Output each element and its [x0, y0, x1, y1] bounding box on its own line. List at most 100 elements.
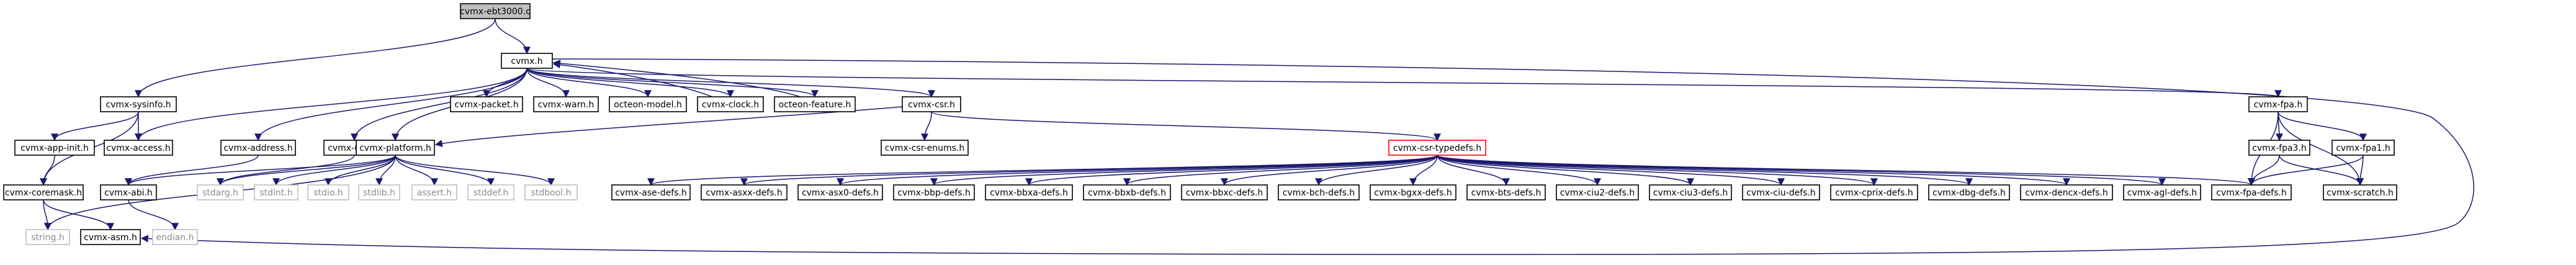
edge-cvmx-csr-h-to-cvmx-platform-h [434, 106, 903, 147]
edge-cvmx-h-to-cvmx-address-h [254, 68, 527, 141]
node-label: cvmx-csr-typedefs.h [1393, 143, 1481, 153]
node-label: cvmx-agl-defs.h [2127, 188, 2197, 198]
edge-cvmx-fpa3-h-to-cvmx-scratch-h [2279, 155, 2364, 186]
node-cvmx-fpa3-h[interactable]: cvmx-fpa3.h [2248, 140, 2310, 156]
node-label: cvmx-asm.h [84, 233, 137, 243]
node-cvmx-fpa-h[interactable]: cvmx-fpa.h [2248, 96, 2308, 112]
node-cvmx-access-h[interactable]: cvmx-access.h [104, 140, 173, 156]
node-stdlib-h: stdlib.h [358, 184, 400, 200]
node-box [197, 184, 244, 200]
node-label: cvmx-dencx-defs.h [2025, 188, 2107, 198]
node-cvmx-coremask-h[interactable]: cvmx-coremask.h [3, 184, 84, 200]
node-box [100, 96, 177, 112]
node-label: endian.h [156, 233, 194, 243]
edge-cvmx-csr-typedefs-h-to-cvmx-cprix-defs-h [1437, 155, 1878, 186]
node-box [307, 184, 349, 200]
node-label: stddef.h [473, 188, 508, 198]
node-box [1181, 184, 1268, 200]
node-cvmx-scratch-h[interactable]: cvmx-scratch.h [2323, 184, 2397, 200]
node-box [100, 184, 157, 200]
node-cvmx-fpa1-h[interactable]: cvmx-fpa1.h [2331, 140, 2395, 156]
node-box [893, 184, 975, 200]
node-cvmx-ciu3-defs-h[interactable]: cvmx-ciu3-defs.h [1649, 184, 1732, 200]
node-box [3, 184, 84, 200]
node-box [533, 96, 599, 112]
edge-cvmx-platform-h-to-stddef-h [395, 155, 495, 186]
node-label: cvmx-bbxb-defs.h [1088, 188, 1166, 198]
node-string-h: string.h [25, 229, 70, 245]
node-cvmx-bbxa-defs-h[interactable]: cvmx-bbxa-defs.h [985, 184, 1073, 200]
node-cvmx-csr-enums-h[interactable]: cvmx-csr-enums.h [881, 140, 969, 156]
node-box [460, 3, 531, 19]
node-octeon-feature-h[interactable]: octeon-feature.h [774, 96, 856, 112]
node-cvmx-csr-h[interactable]: cvmx-csr.h [902, 96, 961, 112]
node-cvmx-bgxx-defs-h[interactable]: cvmx-bgxx-defs.h [1370, 184, 1456, 200]
edge-cvmx-ebt3000-c-to-cvmx-sysinfo-h [135, 18, 496, 98]
node-box [609, 96, 687, 112]
node-cvmx-fpa-defs-h[interactable]: cvmx-fpa-defs.h [2211, 184, 2292, 200]
node-cvmx-bbxb-defs-h[interactable]: cvmx-bbxb-defs.h [1083, 184, 1171, 200]
node-cvmx-asxx-defs-h[interactable]: cvmx-asxx-defs.h [701, 184, 788, 200]
node-cvmx-csr-typedefs-h[interactable]: cvmx-csr-typedefs.h [1388, 140, 1486, 156]
node-cvmx-cprix-defs-h[interactable]: cvmx-cprix-defs.h [1830, 184, 1918, 200]
node-cvmx-bbxc-defs-h[interactable]: cvmx-bbxc-defs.h [1181, 184, 1268, 200]
node-cvmx-ase-defs-h[interactable]: cvmx-ase-defs.h [611, 184, 691, 200]
node-cvmx-bts-defs-h[interactable]: cvmx-bts-defs.h [1466, 184, 1546, 200]
node-cvmx-platform-h[interactable]: cvmx-platform.h [356, 140, 435, 156]
node-box [2123, 184, 2201, 200]
node-label: cvmx-clock.h [702, 100, 759, 110]
node-cvmx-sysinfo-h[interactable]: cvmx-sysinfo.h [100, 96, 177, 112]
node-label: octeon-feature.h [779, 100, 851, 110]
edge-cvmx-fpa1-h-to-cvmx-scratch-h [2356, 155, 2364, 186]
node-cvmx-bch-defs-h[interactable]: cvmx-bch-defs.h [1278, 184, 1360, 200]
edge-cvmx-platform-h-to-assert-h [395, 155, 438, 186]
node-cvmx-dbg-defs-h[interactable]: cvmx-dbg-defs.h [1928, 184, 2010, 200]
node-cvmx-clock-h[interactable]: cvmx-clock.h [697, 96, 764, 112]
node-label: cvmx-access.h [106, 143, 170, 153]
node-octeon-model-h[interactable]: octeon-model.h [609, 96, 687, 112]
node-stddef-h: stddef.h [467, 184, 514, 200]
edge-cvmx-fpa-h-to-cvmx-scratch-h [2278, 111, 2364, 186]
node-label: cvmx-ciu-defs.h [1746, 188, 1816, 198]
node-cvmx-ciu2-defs-h[interactable]: cvmx-ciu2-defs.h [1556, 184, 1639, 200]
node-label: cvmx-cprix-defs.h [1835, 188, 1913, 198]
edge-cvmx-platform-h-to-stdlib-h [375, 155, 396, 186]
edge-cvmx-csr-typedefs-h-to-cvmx-bbp-defs-h [930, 155, 1438, 186]
node-label: stdint.h [259, 188, 292, 198]
edge-cvmx-h-to-cvmx-access-h [135, 68, 527, 141]
node-label: stdio.h [313, 188, 343, 198]
node-box [14, 140, 95, 156]
edge-cvmx-csr-typedefs-h-to-cvmx-asx0-defs-h [837, 155, 1438, 186]
node-cvmx-ebt3000-c[interactable]: cvmx-ebt3000.c [460, 3, 531, 19]
node-label: cvmx-fpa-defs.h [2216, 188, 2286, 198]
edge-cvmx-utils-h-to-stdarg-h [217, 155, 355, 186]
node-cvmx-bbp-defs-h[interactable]: cvmx-bbp-defs.h [893, 184, 975, 200]
edge-cvmx-csr-typedefs-h-to-cvmx-dencx-defs-h [1437, 155, 2070, 186]
node-label: cvmx-address.h [223, 143, 292, 153]
node-label: cvmx-ase-defs.h [615, 188, 687, 198]
edge-octeon-feature-h-to-cvmx-h [552, 60, 801, 97]
edge-cvmx-h-to-cvmx-asm-h [140, 58, 2474, 255]
edge-cvmx-app-init-h-to-cvmx-coremask-h [40, 155, 55, 186]
node-cvmx-warn-h[interactable]: cvmx-warn.h [533, 96, 599, 112]
node-cvmx-ciu-defs-h[interactable]: cvmx-ciu-defs.h [1742, 184, 1820, 200]
edge-cvmx-abi-h-to-endian-h [128, 199, 179, 231]
node-label: cvmx-asxx-defs.h [706, 188, 783, 198]
node-cvmx-asm-h[interactable]: cvmx-asm.h [80, 229, 141, 245]
node-box [1928, 184, 2010, 200]
node-label: string.h [31, 233, 65, 243]
node-label: cvmx-asx0-defs.h [802, 188, 879, 198]
node-cvmx-abi-h[interactable]: cvmx-abi.h [100, 184, 157, 200]
edge-cvmx-h-to-octeon-model-h [526, 68, 652, 98]
node-box [774, 96, 856, 112]
node-cvmx-h[interactable]: cvmx.h [501, 53, 553, 69]
node-cvmx-dencx-defs-h[interactable]: cvmx-dencx-defs.h [2020, 184, 2113, 200]
node-cvmx-agl-defs-h[interactable]: cvmx-agl-defs.h [2123, 184, 2201, 200]
node-cvmx-address-h[interactable]: cvmx-address.h [220, 140, 296, 156]
edge-cvmx-address-h-to-cvmx-abi-h [125, 155, 259, 186]
edge-cvmx-csr-typedefs-h-to-cvmx-bbxc-defs-h [1221, 155, 1438, 186]
node-cvmx-packet-h[interactable]: cvmx-packet.h [450, 96, 523, 112]
node-cvmx-asx0-defs-h[interactable]: cvmx-asx0-defs.h [797, 184, 883, 200]
node-cvmx-app-init-h[interactable]: cvmx-app-init.h [14, 140, 95, 156]
edge-cvmx-platform-h-to-cvmx-abi-h [125, 155, 396, 186]
